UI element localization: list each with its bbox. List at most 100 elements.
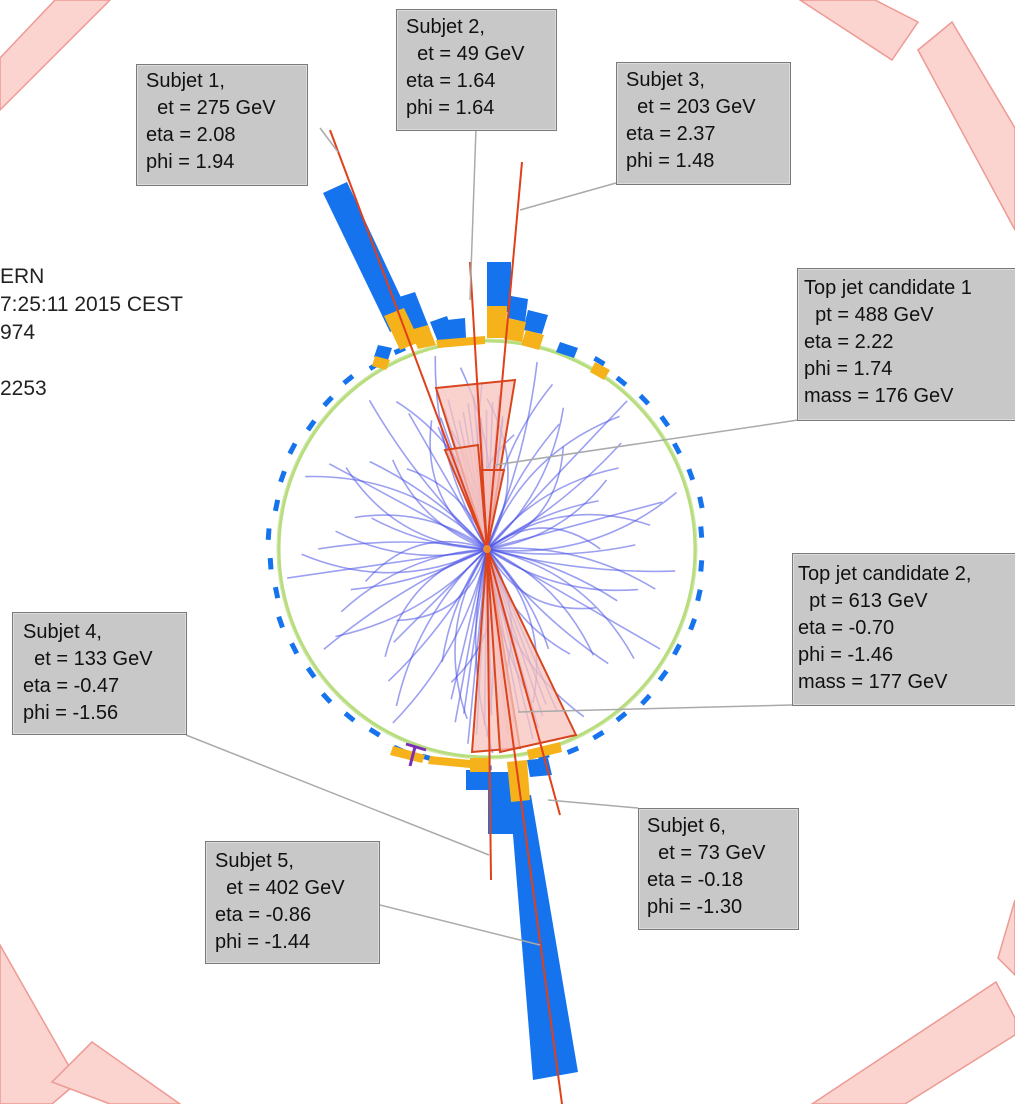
subjet-5-label: Subjet 5, et = 402 GeV eta = -0.86 phi =…: [205, 841, 380, 964]
calorimeter-dash: [265, 528, 272, 540]
calorimeter-dash: [305, 419, 317, 432]
subjet-et: et = 203 GeV: [626, 96, 756, 118]
calorimeter-dash: [322, 395, 334, 408]
calorimeter-dash: [672, 442, 682, 455]
subjet-phi: phi = -1.44: [215, 931, 311, 953]
track: [354, 514, 488, 550]
calorimeter-dash: [698, 560, 705, 572]
em-tower: [510, 795, 578, 1080]
subjet-et: et = 402 GeV: [215, 877, 345, 899]
subjet-title: Subjet 5,: [215, 850, 294, 872]
subjet-eta: eta = 1.64: [406, 70, 496, 92]
subjet-title: Subjet 3,: [626, 69, 705, 91]
had-tower: [590, 362, 610, 380]
em-tower: [396, 292, 430, 335]
em-tower: [508, 296, 528, 322]
track: [328, 463, 488, 550]
subjet-et: et = 133 GeV: [23, 648, 153, 670]
track: [463, 548, 488, 714]
calorimeter-dash: [320, 692, 333, 704]
calorimeter-dash: [393, 345, 407, 355]
subjet-eta: eta = 2.08: [146, 124, 236, 146]
calorimeter-dash: [272, 586, 281, 599]
candidate-mass: mass = 176 GeV: [804, 385, 954, 407]
calorimeter-dash: [566, 745, 580, 755]
track: [486, 442, 622, 550]
calorimeter-dash: [697, 496, 705, 509]
subjet-et: et = 73 GeV: [647, 842, 766, 864]
event-info-line-3: 974: [0, 321, 36, 344]
subjet-3-label: Subjet 3, et = 203 GeV eta = 2.37 phi = …: [616, 62, 791, 185]
detector-block: [810, 980, 1015, 1104]
track: [486, 467, 619, 550]
em-tower: [488, 772, 513, 834]
calorimeter-towers-bottom: [390, 742, 578, 1080]
em-tower: [466, 770, 488, 790]
track: [396, 548, 488, 622]
had-tower: [487, 306, 507, 338]
detector-block: [997, 899, 1015, 977]
track: [441, 548, 488, 663]
had-tower: [527, 742, 562, 760]
top-jet-2-cone-b: [486, 548, 578, 754]
muon-marker: [405, 742, 427, 767]
subjet-3-axis: [486, 161, 523, 550]
top-jet-candidate-1-label: Top jet candidate 1 pt = 488 GeV eta = 2…: [797, 268, 1015, 421]
candidate-title: Top jet candidate 1: [804, 277, 972, 299]
detector-block: [50, 1041, 182, 1104]
subjet-title: Subjet 1,: [146, 70, 225, 92]
calorimeter-dash: [672, 643, 682, 656]
subjet-title: Subjet 2,: [406, 16, 485, 38]
had-tower: [410, 325, 436, 349]
track: [486, 548, 635, 659]
subjet-2-axis: [469, 261, 488, 550]
calorimeter-ring-dashes: [265, 345, 705, 771]
subjet-6-label: Subjet 6, et = 73 GeV eta = -0.18 phi = …: [638, 808, 799, 930]
track: [486, 501, 663, 550]
subjet-1-axis: [329, 129, 488, 550]
track: [486, 415, 620, 550]
candidate-pt: pt = 613 GeV: [798, 590, 928, 612]
calorimeter-dash: [278, 470, 287, 483]
track: [486, 548, 661, 650]
had-tower: [436, 336, 485, 348]
had-tower: [521, 330, 544, 350]
had-tower: [428, 756, 470, 768]
calorimeter-dash: [615, 711, 628, 723]
had-tower: [390, 746, 425, 763]
calorimeter-dash: [342, 374, 355, 386]
subjet-phi: phi = -1.30: [647, 896, 743, 918]
had-tower: [372, 356, 390, 370]
subjet-1-label: Subjet 1, et = 275 GeV eta = 2.08 phi = …: [136, 64, 308, 186]
subjet-phi: phi = -1.56: [23, 702, 119, 724]
candidate-eta: eta = 2.22: [804, 331, 894, 353]
calorimeter-towers-top: [323, 182, 610, 380]
had-tower: [470, 758, 490, 772]
track: [486, 479, 608, 550]
subjet-phi: phi = 1.94: [146, 151, 235, 173]
track: [305, 475, 488, 550]
track: [392, 548, 488, 724]
track: [486, 400, 628, 550]
track: [486, 446, 565, 550]
subjet-6-axis: [486, 548, 561, 816]
calorimeter-dash: [289, 642, 300, 655]
em-tower: [487, 262, 511, 312]
label-connectors: [185, 127, 799, 946]
track: [345, 467, 488, 550]
em-tower: [523, 310, 548, 334]
detector-block: [917, 20, 1015, 231]
track: [317, 541, 488, 550]
em-tower: [556, 342, 578, 358]
event-info-line-2: 7:25:11 2015 CEST: [0, 293, 183, 316]
subjet-eta: eta = -0.47: [23, 675, 120, 697]
detector-block: [798, 0, 920, 62]
calorimeter-dash: [368, 727, 381, 738]
candidate-mass: mass = 177 GeV: [798, 671, 948, 693]
had-tower: [384, 308, 420, 350]
calorimeter-dash: [267, 557, 274, 570]
calorimeter-dash: [272, 499, 281, 512]
event-info-line-5: 2253: [0, 377, 47, 400]
subjet-eta: eta = -0.86: [215, 904, 312, 926]
